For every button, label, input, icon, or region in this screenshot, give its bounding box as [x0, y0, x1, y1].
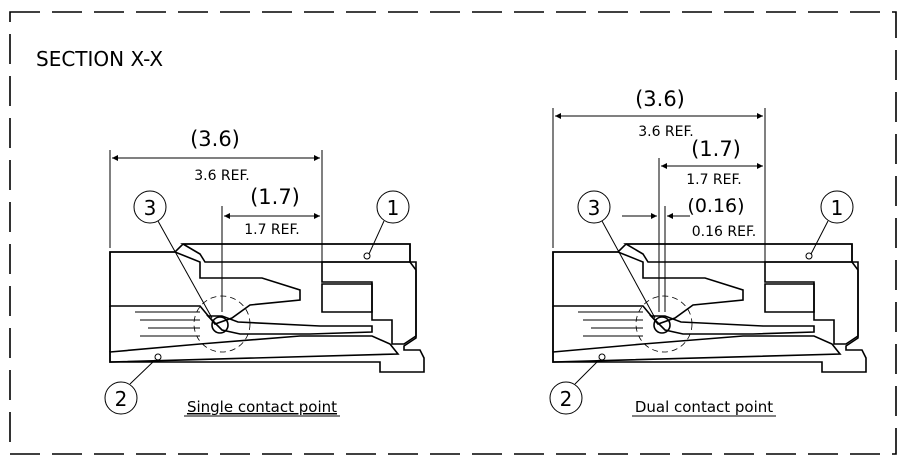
dim-value: (1.7): [691, 137, 741, 161]
view-caption: Single contact point: [187, 398, 337, 416]
callout-number: 3: [144, 196, 157, 220]
callout-number: 2: [115, 387, 128, 411]
contact-tongue: [764, 283, 815, 313]
dim-value: (3.6): [190, 127, 240, 151]
callout-number: 2: [560, 387, 573, 411]
callout-number: 1: [387, 196, 400, 220]
callout-bubble: [104, 381, 138, 415]
contact-point-marker: [211, 316, 229, 334]
dim-ref: 3.6 REF.: [194, 168, 250, 184]
contact-point-marker: [653, 316, 671, 334]
section-title: SECTION X-X: [36, 47, 163, 71]
dim-ref: 1.7 REF.: [244, 222, 300, 238]
right-wall: [321, 261, 417, 345]
callout-bubble: [133, 190, 167, 224]
callout-bubble: [577, 190, 611, 224]
callout-bubble: [376, 190, 410, 224]
spring-contact: [649, 315, 815, 335]
dim-value: (0.16): [687, 195, 744, 217]
view-single-contact: (3.6) 3.6 REF. (1.7) 1.7 REF. 3 1 2 Sing…: [104, 127, 425, 417]
bottom-shell: [109, 335, 400, 363]
top-shell: [180, 243, 411, 263]
dim-value: (1.7): [250, 185, 300, 209]
bottom-shell: [552, 335, 842, 363]
top-shell: [623, 243, 853, 263]
view-dual-contact: (3.6) 3.6 REF. (1.7) 1.7 REF. (0.16) 0.1…: [549, 87, 867, 417]
spring-contact: [206, 315, 373, 335]
callout-bubble: [549, 381, 583, 415]
view-caption: Dual contact point: [635, 398, 773, 416]
right-wall: [764, 261, 859, 345]
dim-ref: 3.6 REF.: [638, 124, 694, 140]
section-frame: [9, 11, 897, 455]
connector-housing: [552, 243, 867, 373]
upper-insulator: [552, 251, 744, 325]
callout-number: 3: [588, 196, 601, 220]
detail-circle: [635, 295, 693, 353]
callout-bubble: [820, 190, 854, 224]
contact-tongue: [321, 283, 373, 313]
dim-ref: 0.16 REF.: [692, 224, 756, 240]
callout-number: 1: [831, 196, 844, 220]
upper-insulator: [109, 251, 301, 325]
connector-housing: [109, 243, 425, 373]
dim-ref: 1.7 REF.: [686, 172, 742, 188]
dim-value: (3.6): [635, 87, 685, 111]
